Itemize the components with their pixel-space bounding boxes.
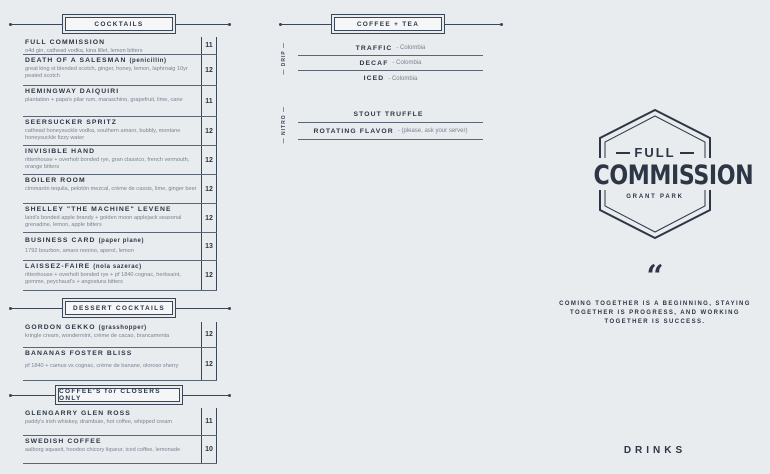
item-name: GLENGARRY GLEN ROSS <box>25 410 131 417</box>
coffee-origin: - Colombia <box>388 75 418 82</box>
item-desc: cathead honeysuckle vodka, southern amar… <box>25 128 181 141</box>
coffee-item: STOUT TRUFFLE <box>298 106 483 123</box>
dessert-header: DESSERT COCKTAILS <box>0 298 240 318</box>
item-name: BUSINESS CARD (paper plane) <box>25 237 145 244</box>
item-price: 12 <box>201 117 217 145</box>
item-desc: o4d gin, cathead vodka, kina lillet, lem… <box>25 48 143 54</box>
menu-item: SEERSUCKER SPRITZ cathead honeysuckle vo… <box>23 117 217 146</box>
item-desc: kringle cream, wondermint, crème de caca… <box>25 333 170 339</box>
menu-item: SHELLEY "THE MACHINE" LEVENE laird's bon… <box>23 204 217 233</box>
menu-item: SWEDISH COFFEE aalborg aquavit, hoodoo c… <box>23 436 217 464</box>
section-title: COFFEE'S for CLOSERS ONLY <box>58 388 180 402</box>
item-price: 11 <box>201 408 217 435</box>
item-name: SEERSUCKER SPRITZ <box>25 119 117 126</box>
section-title-box: COCKTAILS <box>62 14 176 34</box>
drip-list: TRAFFIC - Colombia DECAF - Colombia ICED… <box>298 41 483 86</box>
coffee-name: TRAFFIC <box>355 44 393 52</box>
item-desc: cimmarón tequila, pelotón mezcal, crème … <box>25 186 197 192</box>
menu-item: GLENGARRY GLEN ROSS paddy's irish whiske… <box>23 408 217 436</box>
menu-item: GORDON GEKKO (grasshopper) kringle cream… <box>23 322 217 348</box>
item-name: FULL COMMISSION <box>25 39 106 46</box>
coffee-item: DECAF - Colombia <box>298 56 483 71</box>
cocktails-header: COCKTAILS <box>0 14 240 34</box>
item-name: LAISSEZ-FAIRE (nola sazerac) <box>25 263 142 270</box>
menu-item: FULL COMMISSION o4d gin, cathead vodka, … <box>23 37 217 55</box>
item-price: 12 <box>201 204 217 232</box>
logo-main: COMMISSION <box>593 160 754 191</box>
menu-item: DEATH OF A SALESMAN (penicillin) great k… <box>23 55 217 86</box>
quote-text: COMING TOGETHER IS A BEGINNING, STAYING … <box>559 301 751 325</box>
item-desc: rittenhouse + overholt bonded rye + pf 1… <box>25 272 181 285</box>
item-desc: 1792 bourbon, amaro nonino, aperol, lemo… <box>25 248 134 254</box>
right-panel: FULL COMMISSION GRANT PARK “ COMING TOGE… <box>540 0 770 474</box>
section-title: COFFEE + TEA <box>334 17 442 31</box>
section-title: COCKTAILS <box>65 17 173 31</box>
item-desc: paddy's irish whiskey, drambuie, hot cof… <box>25 419 172 425</box>
menu-item: BOILER ROOM cimmarón tequila, pelotón me… <box>23 175 217 204</box>
coffee-name: STOUT TRUFFLE <box>353 110 424 118</box>
item-price: 12 <box>201 146 217 174</box>
item-desc: laird's bonded apple brandy + golden moo… <box>25 215 182 228</box>
item-price: 11 <box>201 86 217 116</box>
nitro-list: STOUT TRUFFLE ROTATING FLAVOR - (please,… <box>298 106 483 140</box>
item-name: SWEDISH COFFEE <box>25 438 102 445</box>
item-desc: rittenhouse + overholt bonded rye, gran … <box>25 157 190 170</box>
item-price: 12 <box>201 322 217 347</box>
coffee-origin: - Colombia <box>392 60 422 66</box>
dessert-table: GORDON GEKKO (grasshopper) kringle cream… <box>23 322 217 381</box>
coffee-origin: - Colombia <box>396 45 426 51</box>
item-price: 11 <box>201 37 217 54</box>
logo-top: FULL <box>580 145 730 160</box>
cocktails-table: FULL COMMISSION o4d gin, cathead vodka, … <box>23 37 217 291</box>
item-name: GORDON GEKKO (grasshopper) <box>25 324 147 331</box>
logo: FULL COMMISSION GRANT PARK <box>580 108 754 240</box>
drinks-label: DRINKS <box>623 445 687 456</box>
section-title: DESSERT COCKTAILS <box>65 301 173 315</box>
menu-item: BANANAS FOSTER BLISS pf 1840 + camus vs … <box>23 348 217 381</box>
item-name: DEATH OF A SALESMAN (penicillin) <box>25 57 167 64</box>
item-desc: aalborg aquavit, hoodoo chicory liqueur,… <box>25 447 181 453</box>
coffee-item: TRAFFIC - Colombia <box>298 41 483 56</box>
item-name: BOILER ROOM <box>25 177 86 184</box>
coffee-name: ROTATING FLAVOR <box>313 127 394 135</box>
menu-item: INVISIBLE HAND rittenhouse + overholt bo… <box>23 146 217 175</box>
drip-label: — DRIP — <box>281 42 287 75</box>
closers-header: COFFEE'S for CLOSERS ONLY <box>0 385 240 405</box>
hexagon-badge-icon <box>585 108 725 240</box>
item-desc: pf 1840 + camus vs cognac, crème de bana… <box>25 363 179 369</box>
coffee-origin: - (please, ask your server) <box>397 128 468 134</box>
menu-item: LAISSEZ-FAIRE (nola sazerac) rittenhouse… <box>23 261 217 291</box>
section-title-box: COFFEE + TEA <box>331 14 445 34</box>
item-price: 12 <box>201 55 217 85</box>
item-price: 12 <box>201 348 217 380</box>
item-name: BANANAS FOSTER BLISS <box>25 350 133 357</box>
item-name: SHELLEY "THE MACHINE" LEVENE <box>25 206 172 213</box>
coffee-name: ICED <box>363 75 385 82</box>
logo-sub: GRANT PARK <box>626 194 684 200</box>
menu-item: BUSINESS CARD (paper plane) 1792 bourbon… <box>23 233 217 261</box>
item-name: HEMINGWAY DAIQUIRI <box>25 88 120 95</box>
item-price: 10 <box>201 436 217 463</box>
item-price: 12 <box>201 175 217 203</box>
item-desc: plantation + papa's pilar rum, maraschin… <box>25 97 183 103</box>
menu-item: HEMINGWAY DAIQUIRI plantation + papa's p… <box>23 86 217 117</box>
coffee-tea-header: COFFEE + TEA <box>278 14 508 34</box>
quote-mark-icon: “ <box>646 259 664 294</box>
section-title-box: COFFEE'S for CLOSERS ONLY <box>55 385 183 405</box>
item-price: 12 <box>201 261 217 290</box>
coffee-item: ICED - Colombia <box>298 71 483 86</box>
coffee-item: ROTATING FLAVOR - (please, ask your serv… <box>298 123 483 140</box>
section-title-box: DESSERT COCKTAILS <box>62 298 176 318</box>
item-desc: great king st blended scotch, ginger, ho… <box>25 66 188 79</box>
closers-table: GLENGARRY GLEN ROSS paddy's irish whiske… <box>23 408 217 464</box>
nitro-label: — NITRO — <box>281 106 287 144</box>
coffee-name: DECAF <box>359 59 389 67</box>
item-price: 13 <box>201 233 217 260</box>
item-name: INVISIBLE HAND <box>25 148 96 155</box>
